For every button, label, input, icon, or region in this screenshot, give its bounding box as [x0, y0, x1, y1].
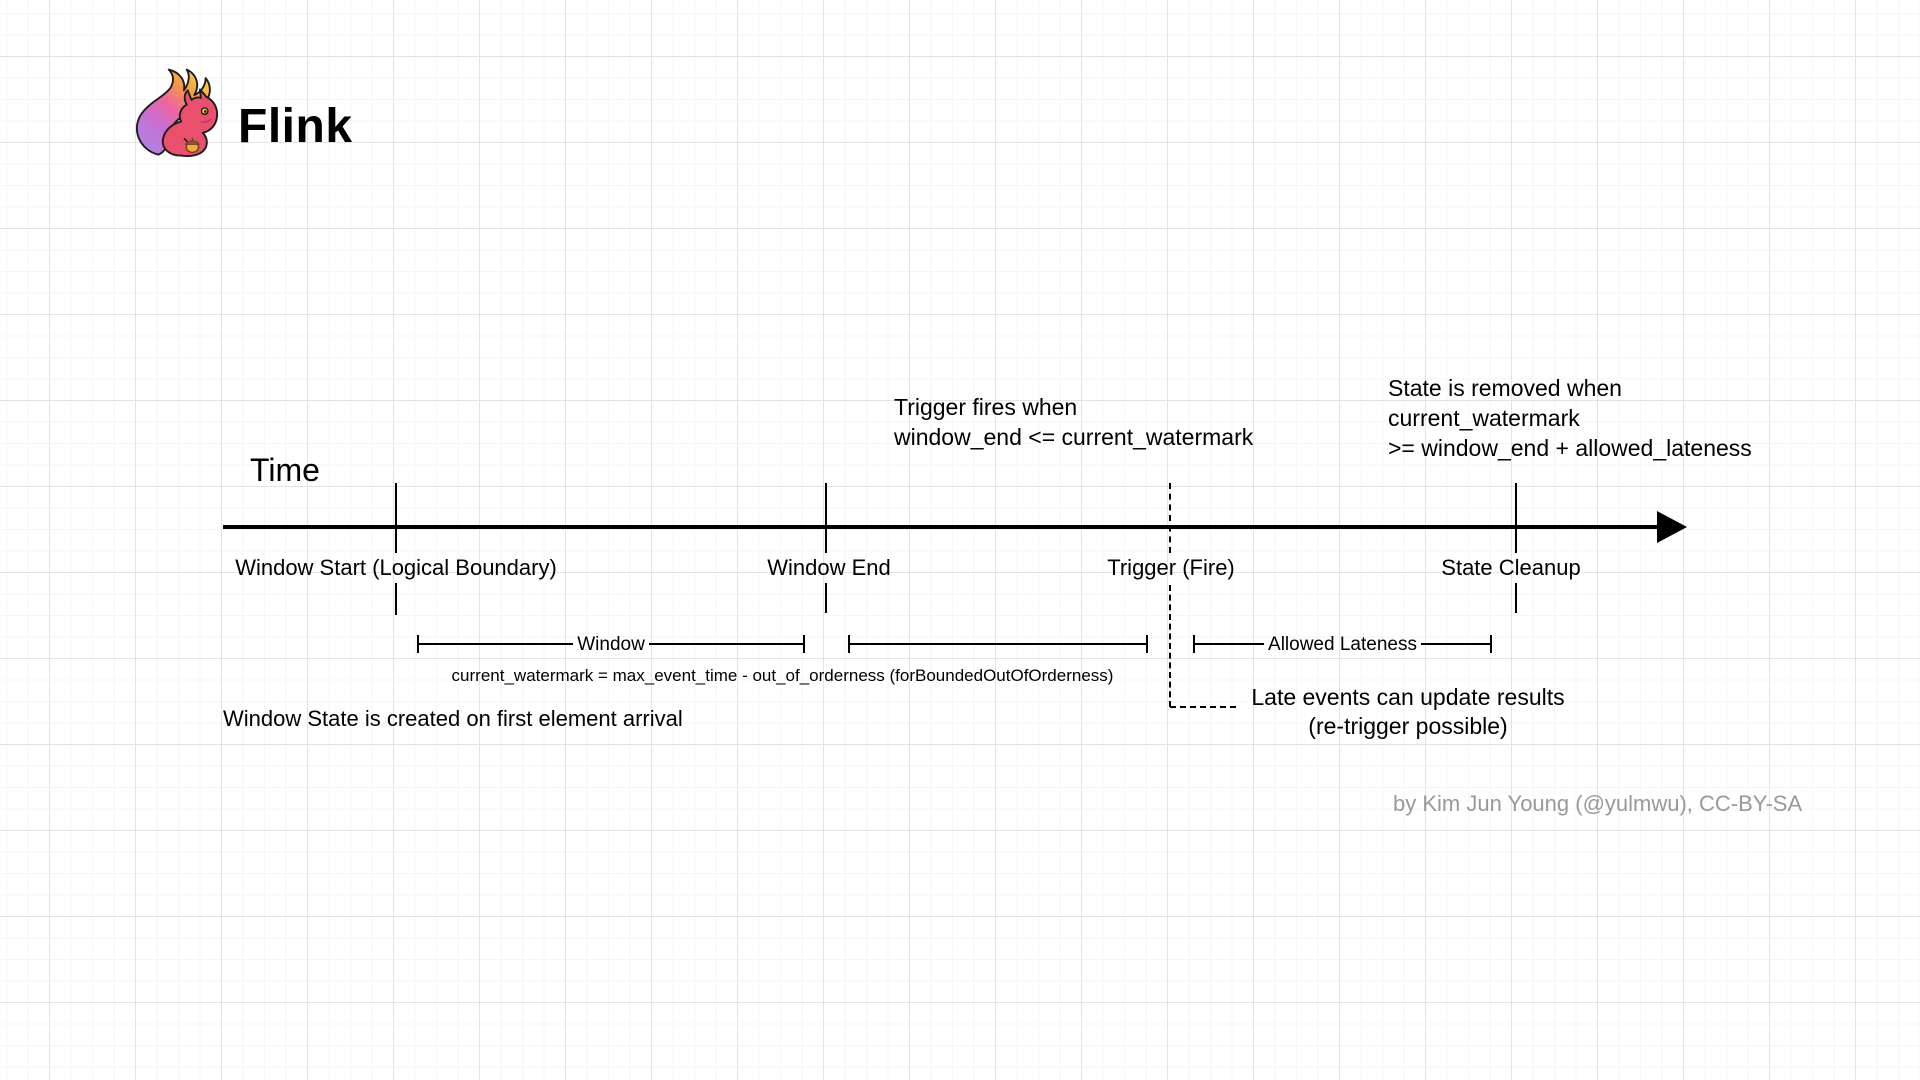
- watermark-formula: current_watermark = max_event_time - out…: [451, 666, 1114, 685]
- point-label-trigger: Trigger (Fire): [1107, 555, 1235, 580]
- watermark-delay-bracket: [848, 635, 1148, 653]
- allowed-lateness-bracket: Allowed Lateness: [1193, 633, 1492, 655]
- time-axis-label: Time: [250, 452, 320, 488]
- bracket-line: [1420, 643, 1490, 645]
- timeline-arrowhead-icon: [1657, 511, 1687, 543]
- window-end-tick-upper: [825, 483, 827, 553]
- bracket-line: [1195, 643, 1265, 645]
- late-events-note: Late events can update results (re-trigg…: [1251, 684, 1565, 739]
- window-span-bracket: Window: [417, 633, 806, 655]
- squirrel-body: [161, 88, 219, 158]
- bracket-end-tick: [417, 635, 419, 653]
- timeline-axis: [223, 525, 1659, 529]
- state-cleanup-tick-upper: [1515, 483, 1517, 553]
- window-start-tick-lower: [395, 583, 397, 615]
- window-end-tick-lower: [825, 583, 827, 613]
- acorn-cap: [184, 140, 200, 145]
- trigger-note: Trigger fires when window_end <= current…: [894, 394, 1254, 450]
- bracket-line: [998, 643, 1146, 645]
- bracket-end-tick: [1193, 635, 1195, 653]
- window-state-note: Window State is created on first element…: [223, 706, 683, 731]
- bracket-line: [648, 643, 804, 645]
- attribution-credit: by Kim Jun Young (@yulmwu), CC-BY-SA: [1393, 791, 1803, 816]
- bracket-line: [419, 643, 574, 645]
- point-label-state-cleanup: State Cleanup: [1441, 555, 1581, 580]
- squirrel-cheek: [200, 118, 212, 123]
- bracket-label-allowed-lateness: Allowed Lateness: [1268, 633, 1417, 655]
- bracket-line: [850, 643, 998, 645]
- squirrel-pupil: [203, 110, 207, 113]
- point-label-window-end: Window End: [767, 555, 891, 580]
- logo-title: Flink: [238, 100, 353, 153]
- window-start-tick-upper: [395, 483, 397, 553]
- bracket-end-tick: [848, 635, 850, 653]
- trigger-dashed-line-horizontal: [1170, 706, 1236, 708]
- state-cleanup-tick-lower: [1515, 583, 1517, 613]
- bracket-end-tick: [803, 635, 806, 653]
- bracket-label-window: Window: [577, 633, 645, 655]
- state-removed-note: State is removed when current_watermark …: [1388, 375, 1752, 461]
- flink-squirrel-icon: [136, 68, 219, 158]
- point-label-window-start: Window Start (Logical Boundary): [235, 555, 557, 580]
- trigger-dashed-line-upper: [1169, 483, 1171, 553]
- bracket-end-tick: [1490, 635, 1492, 653]
- trigger-dashed-line-lower: [1169, 585, 1171, 707]
- bracket-end-tick: [1146, 635, 1148, 653]
